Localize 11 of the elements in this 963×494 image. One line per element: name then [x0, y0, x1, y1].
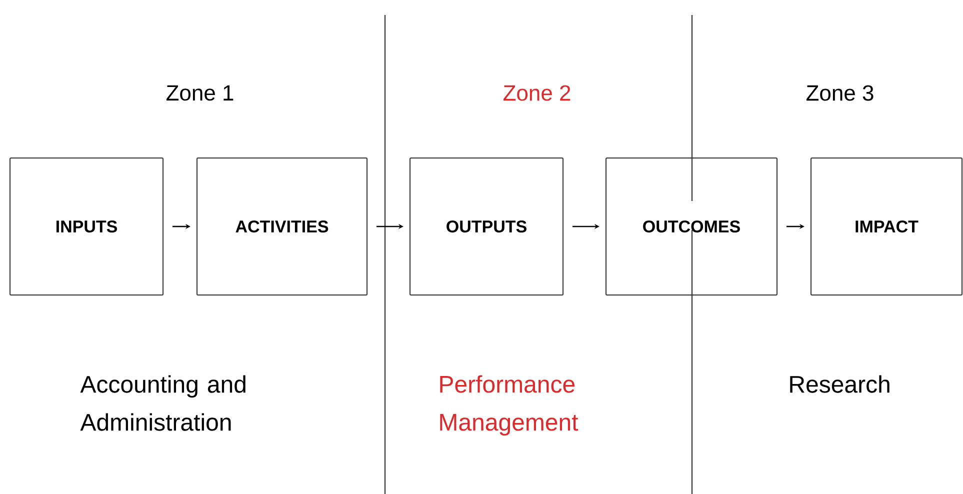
process-box: IMPACT	[810, 158, 962, 296]
process-box: OUTCOMES	[606, 158, 778, 296]
zone-caption: Performance Management	[440, 375, 578, 436]
zone-heading: Zone 3	[806, 85, 874, 101]
zone-heading: Zone 1	[166, 85, 234, 101]
zone-caption: Accounting and Administration	[80, 375, 246, 431]
process-box: ACTIVITIES	[196, 158, 368, 296]
process-box: OUTPUTS	[410, 158, 564, 296]
zone-caption: Research	[790, 375, 890, 393]
process-box: INPUTS	[10, 158, 164, 296]
zone-heading: Zone 2	[503, 85, 570, 101]
